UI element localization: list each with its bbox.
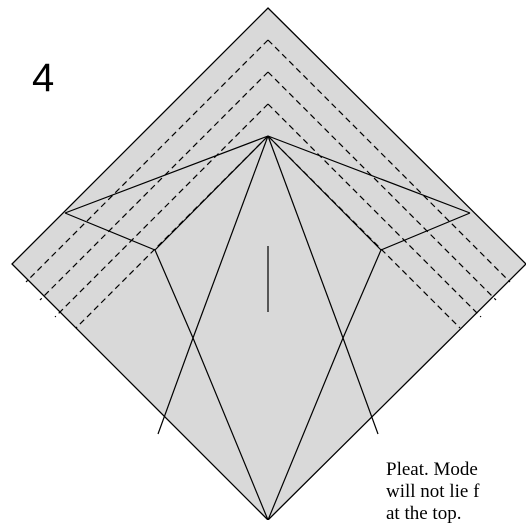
- caption-line-2: will not lie f: [386, 481, 480, 502]
- caption-line-1: Pleat. Mode: [386, 459, 478, 480]
- caption-line-3: at the top.: [386, 503, 462, 524]
- paper-square: [11, 7, 526, 520]
- step-number: 4: [32, 56, 55, 100]
- solid-creases: [64, 135, 471, 520]
- caption-text: Pleat. Mode will not lie f at the top.: [386, 459, 526, 525]
